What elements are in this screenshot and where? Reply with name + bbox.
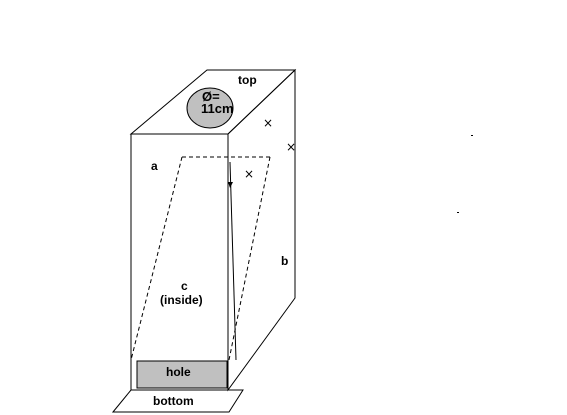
- inner-divider: [229, 161, 237, 361]
- label-c: c: [181, 279, 188, 293]
- cross-marker-top: ×: [263, 116, 273, 130]
- right-face: [227, 68, 296, 392]
- arrow-tip: [228, 182, 233, 188]
- label-diameter-line2: 11cm: [201, 101, 234, 116]
- stray-dot-1: [471, 135, 473, 136]
- front-face: [130, 133, 229, 391]
- top-opening-circle: [186, 87, 234, 129]
- inner-panel-left-edge: [130, 156, 183, 361]
- label-top: top: [238, 73, 257, 87]
- stray-dot-2: [457, 212, 459, 213]
- label-bottom: bottom: [153, 394, 194, 408]
- label-b: b: [281, 254, 288, 268]
- label-diameter-line1: Ø=: [202, 89, 220, 104]
- hole-rect: [136, 360, 228, 389]
- cross-marker-inside: ×: [244, 167, 254, 181]
- cross-marker-edge: ×: [286, 140, 296, 154]
- label-inside: (inside): [160, 293, 203, 307]
- label-a: a: [151, 159, 158, 173]
- bottom-plate: [111, 389, 244, 413]
- label-hole: hole: [166, 365, 191, 379]
